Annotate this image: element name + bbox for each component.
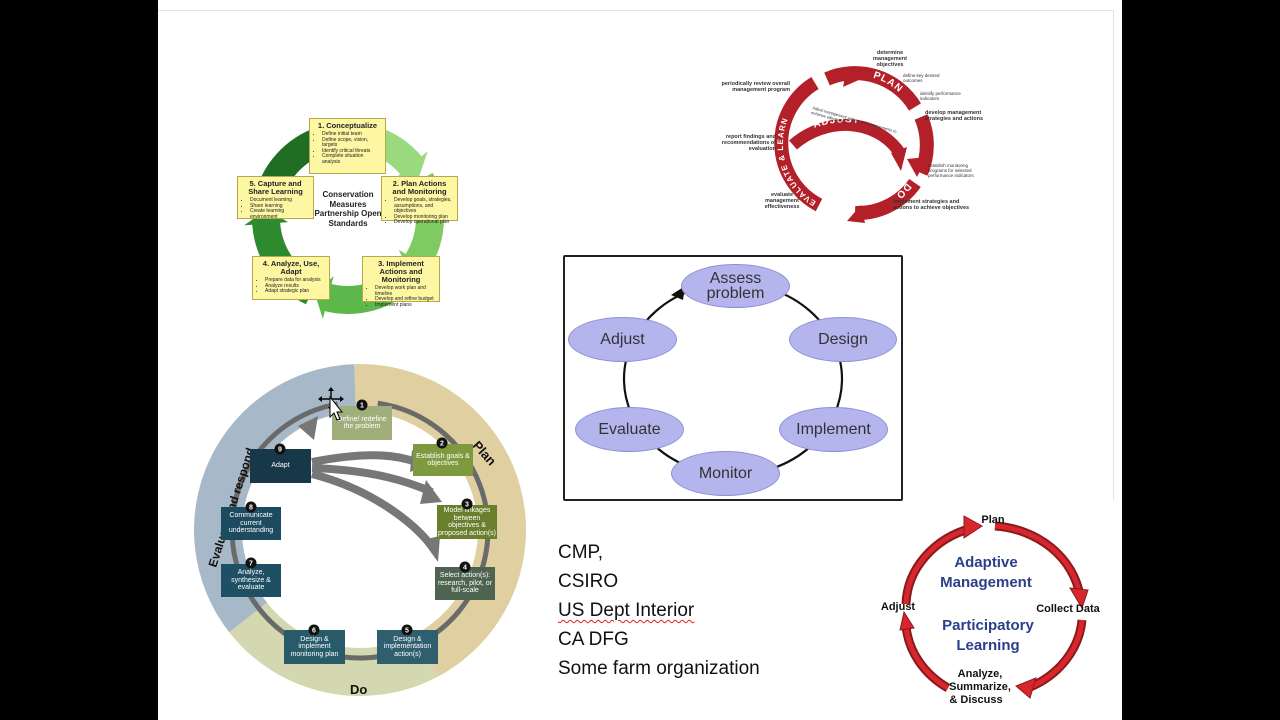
farm-title-line1: Adaptive — [954, 554, 1017, 571]
cycle-step-adjust: Adjust — [568, 317, 677, 362]
doi-flow-arrowhead — [298, 416, 318, 440]
cmp-box-plan: 2. Plan Actions and Monitoring Develop g… — [381, 176, 458, 225]
doi-flow-arrow — [310, 470, 434, 547]
doi-flow-arrow — [311, 451, 418, 466]
doi-inner-ring — [229, 400, 491, 661]
farm-analyze-line1: Analyze, — [958, 668, 1003, 680]
csiro-plan-arc-2 — [914, 114, 934, 176]
csiro-note-evaluate: evaluate management effectiveness — [764, 192, 800, 210]
slide-top-border — [158, 10, 1114, 11]
cmp-box-title: 2. Plan Actions and Monitoring — [392, 179, 447, 196]
csiro-adaptive-diagram: PLAN DO EVALUATE & LEARN ADJUST — [774, 66, 934, 223]
csiro-note-establish: establish monitoring programs for select… — [928, 163, 974, 178]
agency-us-dept-interior: US Dept Interior — [558, 600, 695, 621]
slide-right-border — [1113, 10, 1114, 500]
cycle-step-monitor: Monitor — [671, 451, 780, 496]
csiro-evaluate-arc — [774, 77, 823, 212]
farm-title-line2: Management — [940, 574, 1032, 591]
doi-step-6: Design & implement monitoring plan — [284, 630, 345, 664]
csiro-arrowhead — [843, 67, 861, 87]
csiro-note-report: report findings and recommendations of e… — [721, 134, 776, 152]
farm-analyze-line3: & Discuss — [949, 694, 1002, 706]
doi-step-3: Model linkages between objectives & prop… — [437, 505, 497, 539]
cmp-box-item: Define initial team — [322, 131, 381, 138]
farm-subtitle-line2: Learning — [956, 637, 1019, 654]
csiro-note-determine: determine management objectives — [873, 50, 907, 68]
agency-cmp: CMP, — [558, 542, 604, 563]
csiro-note-develop: develop management strategies and action… — [925, 110, 984, 122]
doi-flow-arrowhead — [422, 536, 440, 562]
cmp-box-item: Create learning environment — [250, 208, 309, 220]
doi-step-9: Adapt — [250, 449, 311, 483]
cmp-box-item: Document learning — [250, 197, 309, 204]
cmp-box-title: 4. Analyze, Use, Adapt — [262, 259, 320, 276]
farm-analyze-line2: Summarize, — [949, 681, 1011, 693]
farm-plan-label: Plan — [981, 514, 1005, 526]
farm-arc — [901, 625, 951, 692]
cmp-box-conceptualize: 1. Conceptualize Define initial team Def… — [309, 118, 386, 174]
move-cursor-icon — [318, 387, 344, 421]
farm-adjust-label: Adjust — [881, 601, 916, 613]
cmp-box-title: 1. Conceptualize — [317, 121, 378, 130]
farm-collect-label: Collect Data — [1036, 603, 1100, 615]
doi-step-8: Communicate current understanding — [221, 507, 281, 540]
csiro-note-implement: implement strategies and actions to achi… — [893, 199, 970, 211]
agency-csiro: CSIRO — [558, 571, 619, 592]
cmp-box-item: Prepare data for analysis — [265, 277, 325, 284]
cmp-box-item: Develop goals, strategies, assumptions, … — [394, 197, 453, 215]
cmp-box-item: Complete situation analysis — [322, 154, 381, 165]
doi-step-4: Select action(s): research, pilot, or fu… — [435, 567, 495, 600]
doi-step-5: Design & implementation action(s) — [377, 630, 438, 664]
agency-list: CMP, CSIRO US Dept Interior CA DFG Some … — [558, 538, 760, 683]
csiro-plan-arc — [824, 66, 921, 111]
cmp-box-capture: 5. Capture and Share Learning Document l… — [237, 176, 314, 220]
csiro-arrowhead — [891, 147, 907, 171]
cmp-box-analyze: 4. Analyze, Use, Adapt Prepare data for … — [252, 256, 330, 300]
farm-arrowhead — [1015, 677, 1037, 699]
csiro-arrowhead — [847, 205, 865, 223]
cycle-step-assess: Assess problem — [681, 264, 790, 308]
csiro-adjust-arc — [789, 119, 905, 157]
cmp-box-title: 3. Implement Actions and Monitoring — [378, 259, 424, 284]
cmp-box-item: Define scope, vision, targets — [322, 137, 381, 149]
cmp-box-item: Analyze results — [265, 283, 325, 290]
csiro-note-identify: identify performance indicators — [920, 91, 961, 101]
csiro-arrowhead — [907, 157, 927, 177]
agency-farm-organization: Some farm organization — [558, 658, 760, 679]
cmp-box-item: Implement plans — [375, 302, 435, 309]
cmp-box-item: Adapt strategic plan — [265, 289, 325, 295]
doi-flow-arrow — [311, 464, 434, 496]
cycle-step-design: Design — [789, 317, 897, 362]
farm-arrowhead — [899, 610, 915, 631]
farm-arrowhead — [963, 515, 983, 539]
cmp-box-item: Develop work plan and timeline — [375, 285, 435, 297]
cmp-box-item: Identify critical threats — [322, 148, 381, 155]
cmp-box-item: Develop operational plan — [394, 220, 453, 226]
agency-ca-dfg: CA DFG — [558, 629, 629, 650]
cmp-center-title: Conservation Measures Partnership Open S… — [314, 190, 382, 228]
cmp-box-title: 5. Capture and Share Learning — [248, 179, 303, 196]
cmp-box-item: Share learning — [250, 203, 309, 210]
farm-adaptive-diagram: Adaptive Management Participatory Learni… — [881, 514, 1101, 706]
doi-phase-do: Do — [350, 682, 367, 697]
doi-flow-arrowhead — [420, 480, 442, 504]
doi-step-1: Define/ redefine the problem — [332, 406, 392, 440]
csiro-note-define: define key desired outcomes — [903, 73, 940, 83]
cmp-box-item: Develop monitoring plan — [394, 214, 453, 221]
farm-subtitle-line1: Participatory — [942, 617, 1034, 634]
cmp-box-implement: 3. Implement Actions and Monitoring Deve… — [362, 256, 440, 307]
doi-step-7: Analyze, synthesize & evaluate — [221, 564, 281, 597]
cycle-step-evaluate: Evaluate — [575, 407, 684, 452]
farm-arrowhead — [1069, 587, 1089, 610]
cmp-box-item: Develop and refine budget — [375, 297, 435, 303]
csiro-note-review: periodically review overall management p… — [721, 81, 790, 93]
cycle-step-implement: Implement — [779, 407, 888, 452]
doi-step-2: Establish goals & objectives — [413, 444, 473, 476]
